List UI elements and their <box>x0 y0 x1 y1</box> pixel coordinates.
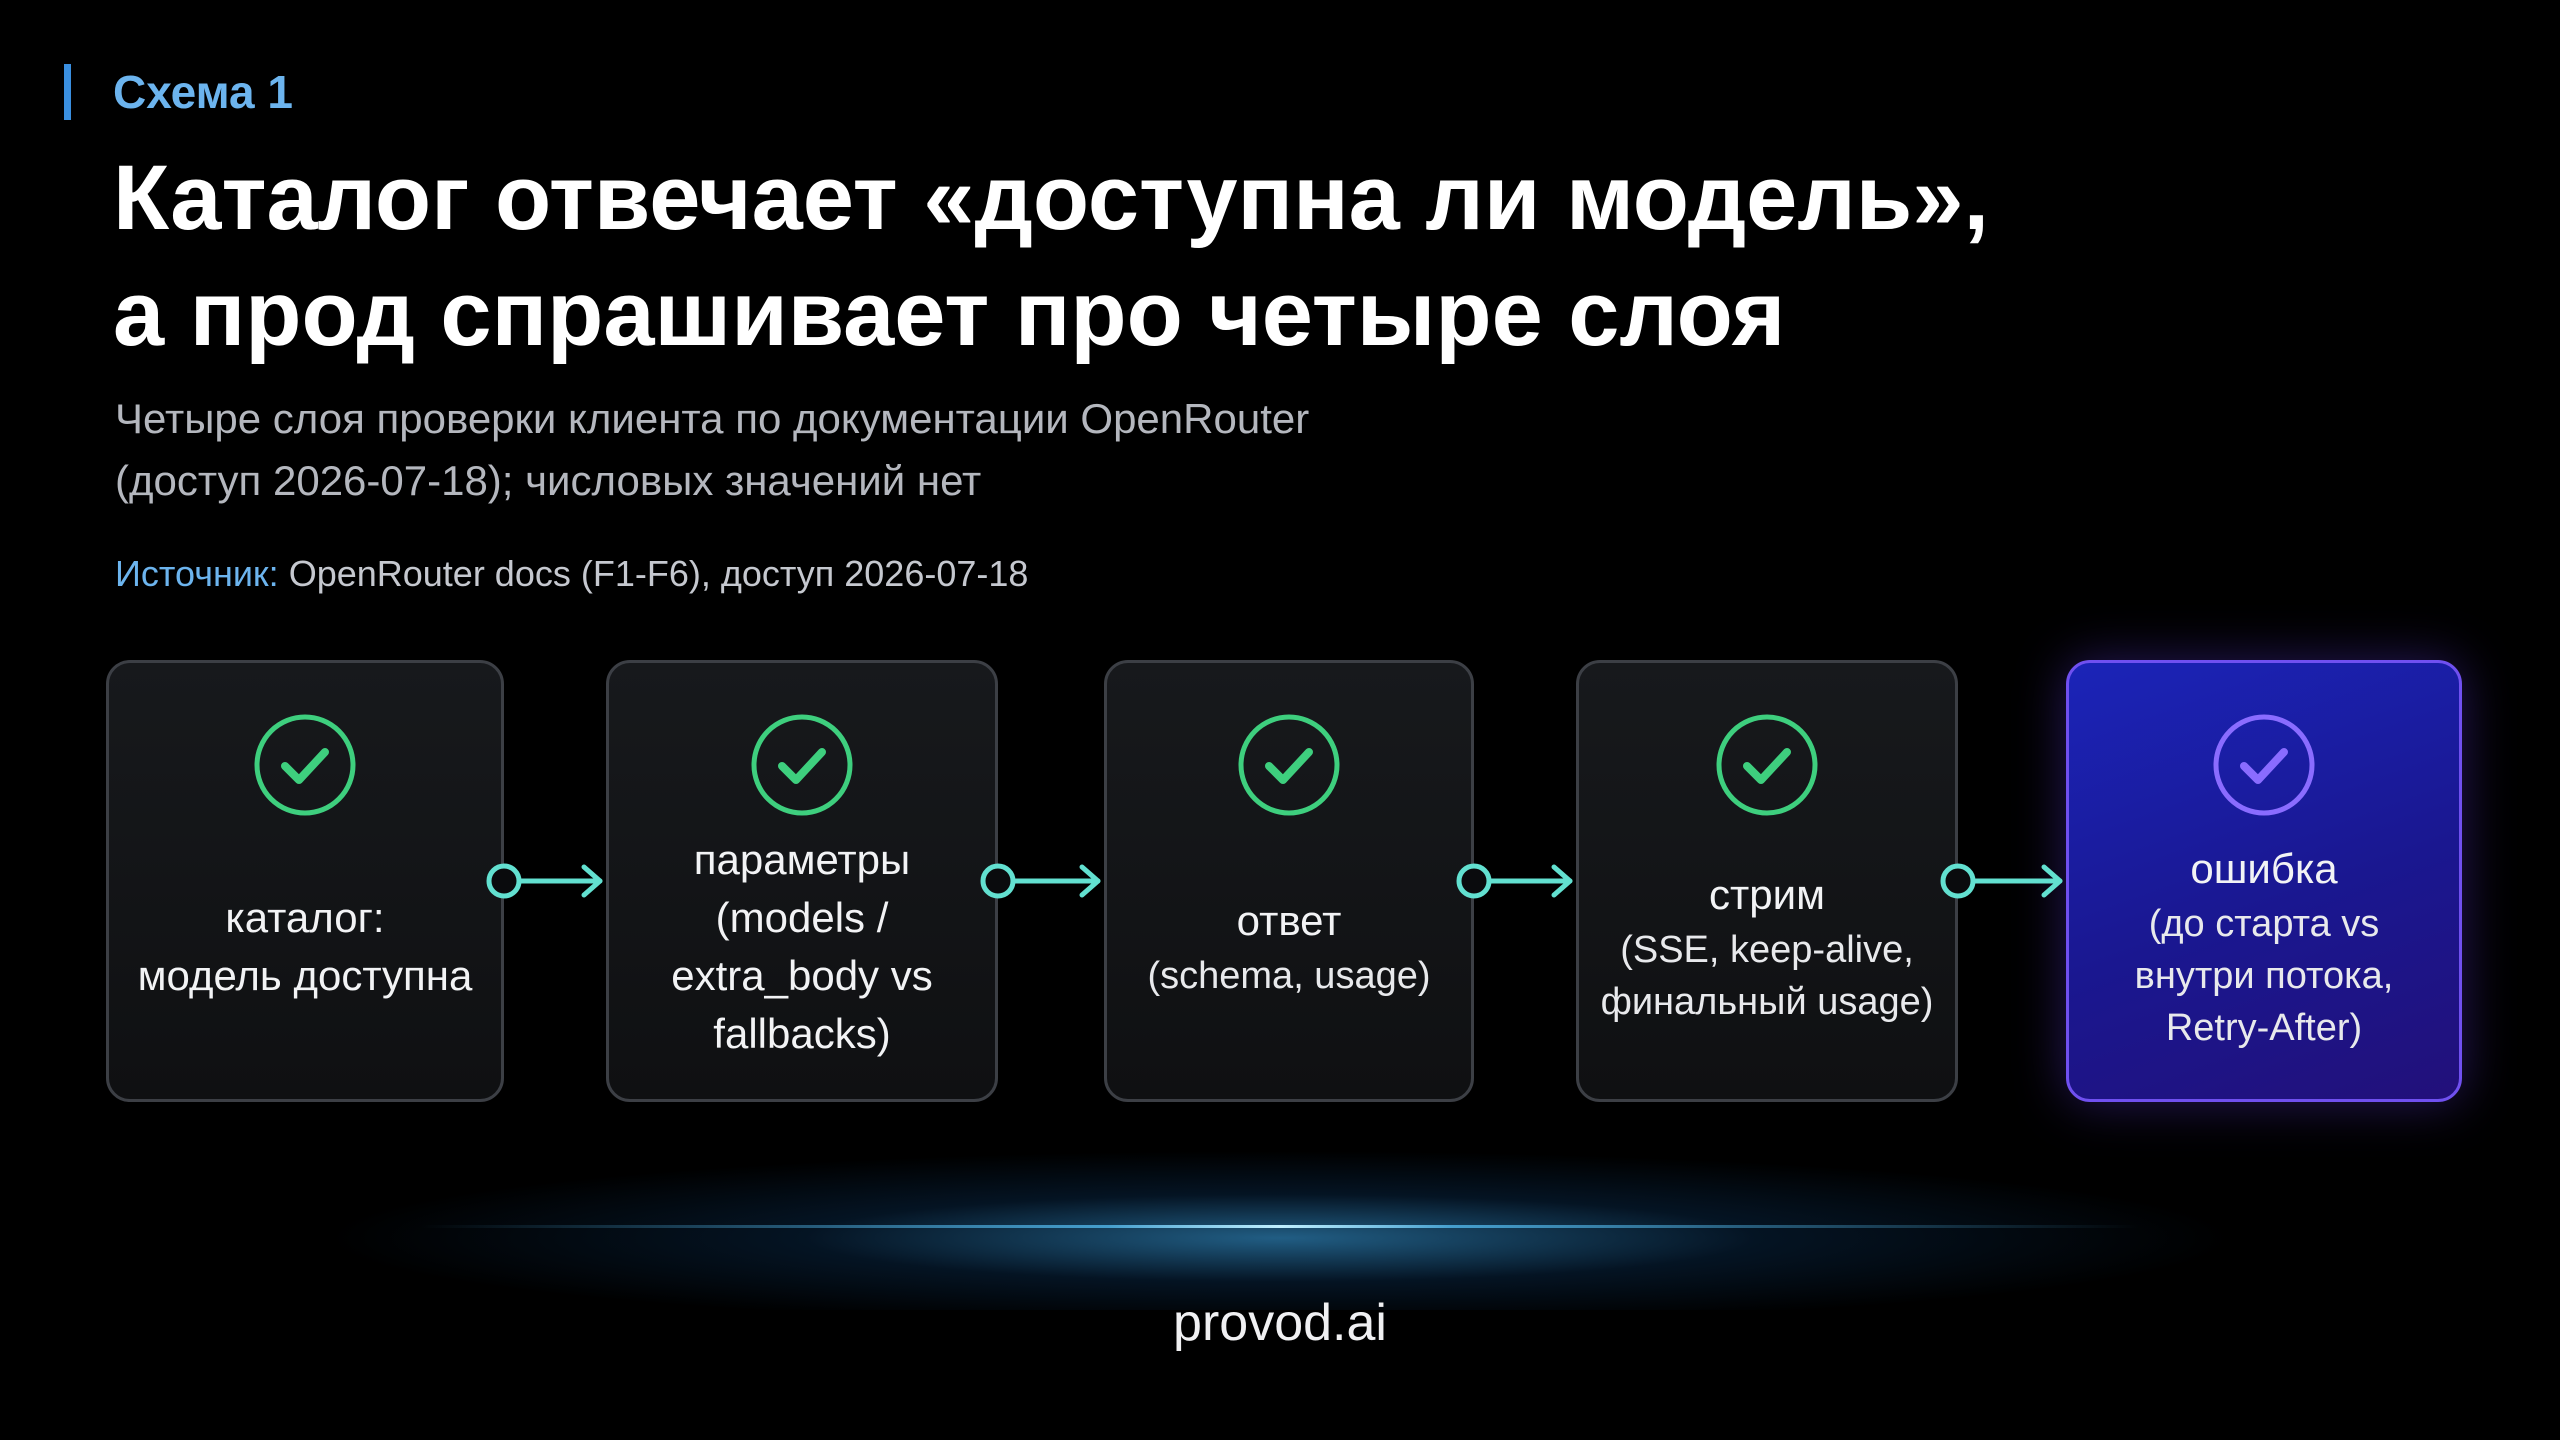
title-line-1: Каталог отвечает «доступна ли модель», <box>113 147 1990 249</box>
step-label: ошибка (до старта vs внутри потока, Retr… <box>2069 817 2459 1077</box>
step-label: стрим (SSE, keep-alive, финальный usage) <box>1579 817 1955 1077</box>
title-line-2: а прод спрашивает про четыре слоя <box>113 263 1786 365</box>
source-label: Источник: <box>115 553 279 594</box>
arrow-right-icon <box>1940 863 2063 899</box>
page-title: Каталог отвечает «доступна ли модель», а… <box>113 140 2413 372</box>
step-error: ошибка (до старта vs внутри потока, Retr… <box>2066 660 2462 1102</box>
step-sublabel-line: (SSE, keep-alive, <box>1620 929 1914 971</box>
check-circle-icon <box>1238 714 1340 816</box>
step-label-line: (models / <box>715 894 889 941</box>
step-parameters: параметры (models / extra_body vs fallba… <box>606 660 998 1102</box>
step-label-line: стрим <box>1709 871 1825 918</box>
step-label-line: extra_body vs <box>671 952 933 999</box>
bottom-glow-line <box>420 1225 2140 1228</box>
step-label-line: модель доступна <box>137 952 473 999</box>
step-label-line: ошибка <box>2190 845 2338 892</box>
step-label: параметры (models / extra_body vs fallba… <box>609 817 995 1077</box>
subtitle-line-2: (доступ 2026-07-18); числовых значений н… <box>115 457 982 504</box>
source-text: OpenRouter docs (F1-F6), доступ 2026-07-… <box>278 553 1029 594</box>
step-catalog: каталог: модель доступна <box>106 660 504 1102</box>
subtitle-line-1: Четыре слоя проверки клиента по документ… <box>115 395 1310 442</box>
kicker-accent-bar <box>64 64 71 120</box>
arrow-right-icon <box>486 863 603 899</box>
diagram-kicker: Схема 1 <box>113 66 294 118</box>
bottom-glow <box>320 1150 2240 1310</box>
step-label-line: ответ <box>1236 897 1342 944</box>
step-sublabel-line: (schema, usage) <box>1147 955 1431 997</box>
check-circle-icon <box>1716 714 1818 816</box>
source-note: Источник: OpenRouter docs (F1-F6), досту… <box>115 548 1028 600</box>
page-subtitle: Четыре слоя проверки клиента по документ… <box>115 388 1715 512</box>
step-sublabel-line: (до старта vs <box>2148 903 2380 945</box>
check-circle-icon <box>2213 714 2315 816</box>
step-label-line: каталог: <box>225 894 385 941</box>
step-response: ответ (schema, usage) <box>1104 660 1474 1102</box>
step-label: каталог: модель доступна <box>109 817 501 1077</box>
check-circle-icon <box>751 714 853 816</box>
brand-footer: provod.ai <box>1173 1294 1387 1352</box>
arrow-right-icon <box>1456 863 1573 899</box>
step-label: ответ (schema, usage) <box>1107 817 1471 1077</box>
step-label-line: fallbacks) <box>713 1010 891 1057</box>
step-stream: стрим (SSE, keep-alive, финальный usage) <box>1576 660 1958 1102</box>
step-sublabel-line: внутри потока, <box>2134 955 2394 997</box>
step-label-line: параметры <box>693 836 911 883</box>
step-sublabel-line: финальный usage) <box>1600 981 1934 1023</box>
step-sublabel-line: Retry-After) <box>2165 1007 2363 1049</box>
check-circle-icon <box>254 714 356 816</box>
arrow-right-icon <box>980 863 1101 899</box>
